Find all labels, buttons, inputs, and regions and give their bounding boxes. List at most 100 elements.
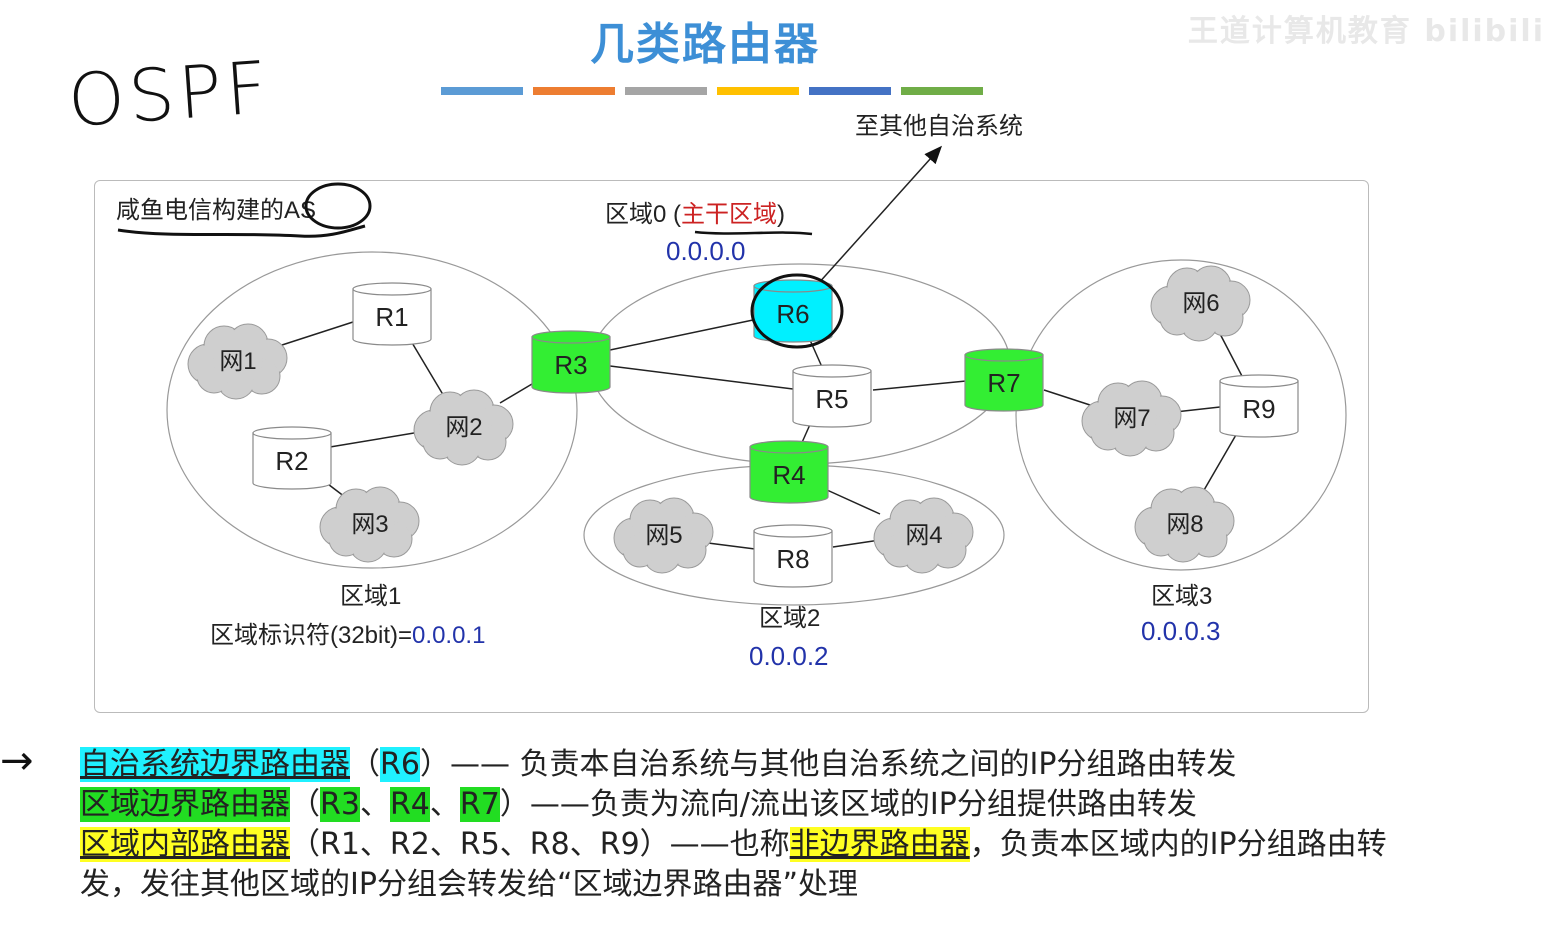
area2-id: 0.0.0.2 — [749, 641, 829, 671]
area0-backbone: 主干区域 — [681, 201, 777, 228]
area1-ellipse — [166, 251, 578, 569]
router-descriptions: 自治系统边界路由器（R6）—— 负责本自治系统与其他自治系统之间的IP分组路由转… — [80, 745, 1520, 905]
abr-open: （ — [290, 787, 320, 822]
area0-close: ) — [777, 201, 785, 228]
router-label-r6: R6 — [776, 299, 809, 329]
internal-description: 区域内部路由器（R1、R2、R5、R8、R9）——也称非边界路由器，负责本区域内… — [80, 825, 1520, 865]
asbr-term: 自治系统边界路由器 — [80, 747, 350, 782]
asbr-open: （ — [350, 747, 380, 782]
link — [407, 335, 446, 399]
network-cloud-n2: 网2 — [413, 389, 514, 466]
external-as-label: 至其他自治系统 — [855, 113, 1023, 140]
router-r1: R1 — [352, 282, 432, 346]
asbr-r6: R6 — [380, 747, 420, 782]
slide-title: 几类路由器 — [590, 19, 820, 70]
router-label-r5: R5 — [815, 384, 848, 414]
as-boundary-frame — [94, 180, 1369, 713]
area1-id-line: 区域标识符(32bit)=0.0.0.1 — [210, 622, 485, 649]
network-label-n5: 网5 — [645, 522, 682, 549]
color-bar — [809, 87, 891, 95]
link — [872, 380, 967, 391]
abr-description: 区域边界路由器（R3、R4、R7）——负责为流向/流出该区域的IP分组提供路由转… — [80, 785, 1520, 825]
network-label-n8: 网8 — [1166, 511, 1203, 538]
internal-term: 区域内部路由器 — [80, 827, 290, 862]
router-r8: R8 — [753, 524, 833, 588]
area1-id: 0.0.0.1 — [412, 622, 485, 649]
area0-id: 0.0.0.0 — [666, 236, 746, 266]
as-annotation-circle — [304, 182, 372, 230]
network-cloud-n8: 网8 — [1134, 486, 1235, 563]
link — [707, 542, 756, 550]
abr-text: ——负责为流向/流出该区域的IP分组提供路由转发 — [529, 787, 1197, 822]
abr-r3: R3 — [320, 787, 360, 822]
link — [281, 321, 354, 346]
network-cloud-n1: 网1 — [187, 323, 288, 400]
color-bar — [625, 87, 707, 95]
router-label-r3: R3 — [554, 350, 587, 380]
network-cloud-n3: 网3 — [319, 486, 420, 563]
link — [1217, 329, 1244, 379]
area3-name: 区域3 — [1151, 583, 1212, 610]
router-r4: R4 — [749, 440, 829, 504]
router-r6: R6 — [753, 279, 833, 343]
abr-close: ） — [499, 787, 530, 822]
network-cloud-n6: 网6 — [1150, 265, 1251, 342]
area3-ellipse — [1015, 259, 1347, 571]
color-bar — [441, 87, 523, 95]
router-r3: R3 — [531, 330, 611, 394]
router-r2: R2 — [252, 426, 332, 490]
internal-alt: 非边界路由器 — [789, 827, 970, 862]
color-bar — [901, 87, 983, 95]
color-bar — [533, 87, 615, 95]
router-label-r8: R8 — [776, 544, 809, 574]
network-label-n7: 网7 — [1113, 405, 1150, 432]
internal-description-cont: 发，发往其他区域的IP分组会转发给“区域边界路由器”处理 — [80, 865, 1520, 905]
hand-arrow-icon: → — [0, 738, 34, 784]
as-label: 咸鱼电信构建的AS — [116, 197, 316, 224]
asbr-description: 自治系统边界路由器（R6）—— 负责本自治系统与其他自治系统之间的IP分组路由转… — [80, 745, 1520, 785]
network-label-n2: 网2 — [445, 414, 482, 441]
router-r9: R9 — [1219, 374, 1299, 438]
link — [609, 319, 754, 351]
link — [1043, 389, 1091, 406]
network-cloud-n5: 网5 — [613, 497, 714, 574]
router-label-r1: R1 — [375, 302, 408, 332]
link — [609, 365, 794, 390]
abr-r4: R4 — [389, 787, 430, 822]
internal-text2: 发，发往其他区域的IP分组会转发给“区域边界路由器”处理 — [80, 867, 859, 902]
link — [329, 431, 421, 448]
network-cloud-n7: 网7 — [1081, 380, 1182, 457]
router-label-r2: R2 — [275, 446, 308, 476]
link — [832, 539, 881, 548]
area0-label: 区域0 (主干区域) — [605, 201, 785, 228]
area0-name: 区域0 ( — [605, 201, 681, 228]
as-label-underline — [117, 224, 366, 238]
network-clouds: 网1 网2 网3 网4 网5 网6 网7 网8 — [187, 265, 1251, 574]
internal-list: （R1、R2、R5、R8、R9）——也称 — [290, 827, 790, 862]
abr-sep1: 、 — [359, 787, 390, 822]
router-r7: R7 — [964, 348, 1044, 412]
network-label-n3: 网3 — [351, 511, 388, 538]
area2-name: 区域2 — [759, 605, 820, 632]
abr-r7: R7 — [459, 787, 500, 822]
link — [826, 489, 881, 515]
link — [1174, 406, 1221, 413]
area1-id-label: 区域标识符(32bit)= — [210, 622, 412, 649]
router-label-r4: R4 — [772, 460, 805, 490]
abr-sep2: 、 — [429, 787, 460, 822]
network-label-n4: 网4 — [905, 522, 942, 549]
color-bar — [717, 87, 799, 95]
network-label-n6: 网6 — [1182, 290, 1219, 317]
internal-text: ，负责本区域内的IP分组路由转 — [969, 827, 1387, 862]
watermark: 王道计算机教育 bilibili — [1187, 14, 1545, 49]
asbr-close: ） — [419, 747, 450, 782]
backbone-underline — [694, 230, 813, 236]
link — [499, 383, 533, 404]
area1-name: 区域1 — [340, 583, 401, 610]
r6-annotation-circle — [750, 273, 844, 349]
asbr-text: —— 负责本自治系统与其他自治系统之间的IP分组路由转发 — [449, 747, 1237, 782]
link — [1199, 427, 1241, 498]
area3-id: 0.0.0.3 — [1141, 616, 1221, 646]
